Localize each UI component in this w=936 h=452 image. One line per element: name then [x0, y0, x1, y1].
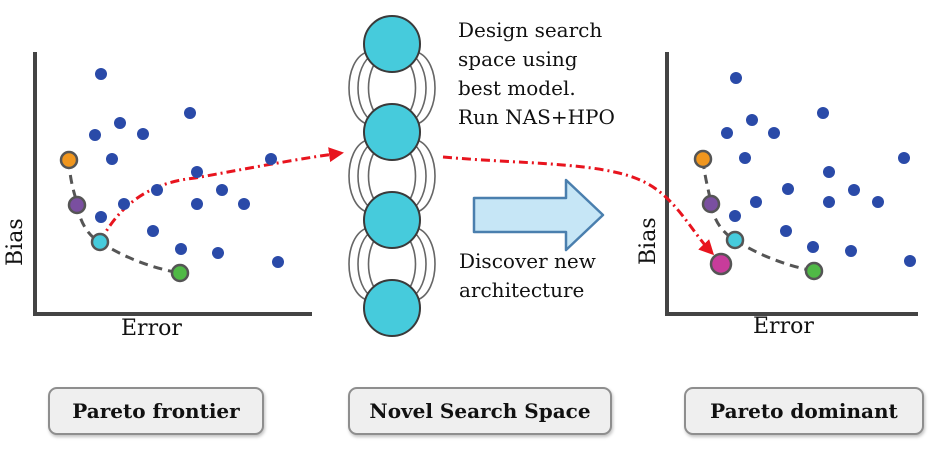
right-dot — [845, 245, 857, 257]
right-dot — [848, 184, 860, 196]
left-dot — [191, 166, 203, 178]
left-dots — [89, 68, 284, 268]
network-node-4 — [363, 279, 421, 337]
frontier-point-purple — [67, 195, 87, 215]
right-dot — [780, 225, 792, 237]
left-dot — [151, 184, 163, 196]
left-dot — [114, 117, 126, 129]
right-frontier-points — [693, 149, 824, 281]
left-frontier-line — [67, 159, 181, 275]
left-dot — [212, 247, 224, 259]
right-dot — [739, 152, 751, 164]
note-line: Run NAS+HPO — [458, 105, 615, 129]
novel-search-space-caption: Novel Search Space — [348, 387, 612, 435]
left-dot — [147, 225, 159, 237]
red-arrow-to-dominant — [442, 155, 715, 256]
right-dot — [904, 255, 916, 267]
right-dot — [898, 152, 910, 164]
left-dot — [238, 198, 250, 210]
left-y-axis-label: Bias — [3, 218, 28, 266]
frontier-point-cyan — [725, 230, 745, 250]
right-dot — [817, 107, 829, 119]
discover-note: Discover new architecture — [459, 247, 596, 305]
right-dot — [729, 210, 741, 222]
frontier-point-green — [804, 261, 824, 281]
note-line: Design search — [458, 18, 603, 42]
note-line: space using — [458, 47, 578, 71]
right-dots — [721, 72, 916, 267]
left-dot — [89, 129, 101, 141]
note-line: best model. — [458, 76, 576, 100]
right-dot — [807, 241, 819, 253]
right-dot — [872, 196, 884, 208]
right-dot — [782, 183, 794, 195]
right-dot — [721, 127, 733, 139]
left-dot — [272, 256, 284, 268]
left-dot — [95, 68, 107, 80]
frontier-point-purple — [701, 194, 721, 214]
left-dot — [191, 198, 203, 210]
network-node-2 — [363, 103, 421, 161]
left-axes — [33, 52, 312, 316]
pareto-frontier-caption: Pareto frontier — [48, 387, 264, 435]
left-dot — [95, 211, 107, 223]
right-y-axis-label: Bias — [636, 217, 661, 265]
pareto-dominant-caption: Pareto dominant — [684, 387, 924, 435]
red-arrow-to-network — [98, 147, 344, 243]
dominant-point-magenta — [709, 252, 733, 276]
frontier-point-cyan — [90, 232, 110, 252]
note-line: Discover new — [459, 249, 596, 273]
right-dot — [750, 196, 762, 208]
frontier-point-orange — [693, 149, 713, 169]
right-dot — [823, 196, 835, 208]
left-dot — [175, 243, 187, 255]
right-dot — [730, 72, 742, 84]
left-dot — [216, 184, 228, 196]
left-frontier-points — [59, 150, 190, 283]
right-axes — [665, 52, 918, 316]
network-connections — [348, 51, 436, 301]
discover-block-arrow — [472, 178, 605, 252]
right-dot — [746, 114, 758, 126]
left-dot — [265, 153, 277, 165]
frontier-point-orange — [59, 150, 79, 170]
left-dot — [106, 153, 118, 165]
left-x-axis-label: Error — [121, 316, 182, 341]
right-dot — [823, 166, 835, 178]
network-node-1 — [363, 15, 421, 73]
right-frontier-line — [701, 159, 815, 273]
network-nodes — [363, 15, 421, 337]
right-x-axis-label: Error — [753, 314, 814, 339]
left-dot — [137, 128, 149, 140]
frontier-point-green — [170, 263, 190, 283]
left-dot — [118, 198, 130, 210]
search-space-note: Design search space using best model. Ru… — [458, 16, 615, 132]
note-line: architecture — [459, 278, 585, 302]
network-node-3 — [363, 191, 421, 249]
left-dot — [184, 107, 196, 119]
right-dot — [768, 127, 780, 139]
